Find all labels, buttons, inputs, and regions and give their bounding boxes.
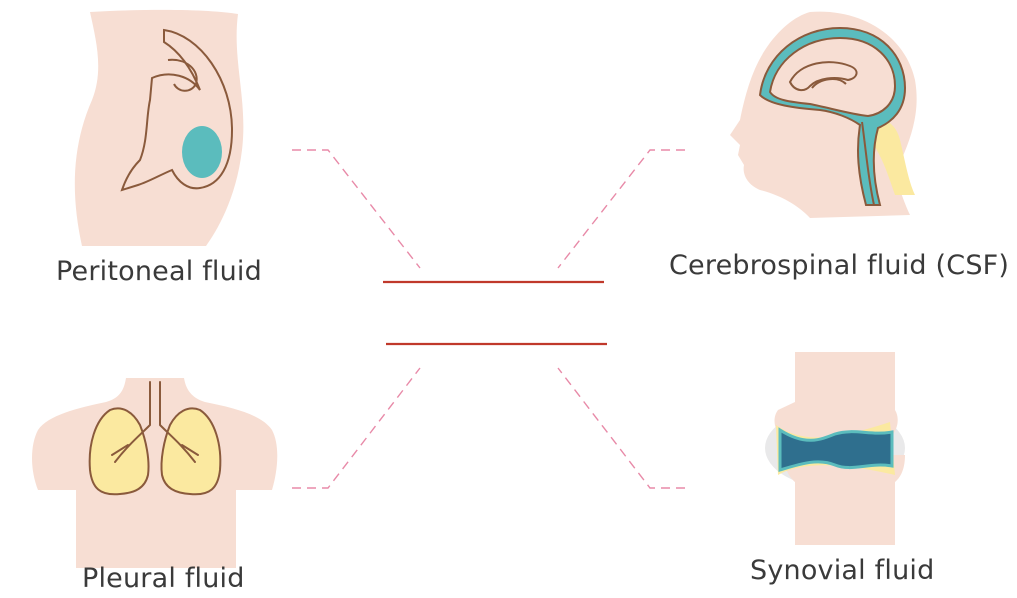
synovial-illustration [765,352,905,545]
peritoneal-fluid-pocket [182,126,222,178]
pleural-illustration [32,378,277,568]
connector-pleural [292,368,420,488]
connectors [292,150,685,488]
connector-csf [558,150,685,268]
csf-label: Cerebrospinal fluid (CSF) [669,250,1009,281]
synovial-fluid-label: Synovial fluid [750,555,934,586]
connector-peritoneal [292,150,420,268]
torso-silhouette [32,378,277,568]
peritoneal-fluid-label: Peritoneal fluid [56,256,262,287]
pleural-fluid-label: Pleural fluid [82,563,245,594]
peritoneal-illustration [75,10,244,246]
connector-synovial [558,368,685,488]
upper-bone [775,352,898,438]
abdomen-body [75,10,244,246]
csf-illustration [730,12,917,218]
